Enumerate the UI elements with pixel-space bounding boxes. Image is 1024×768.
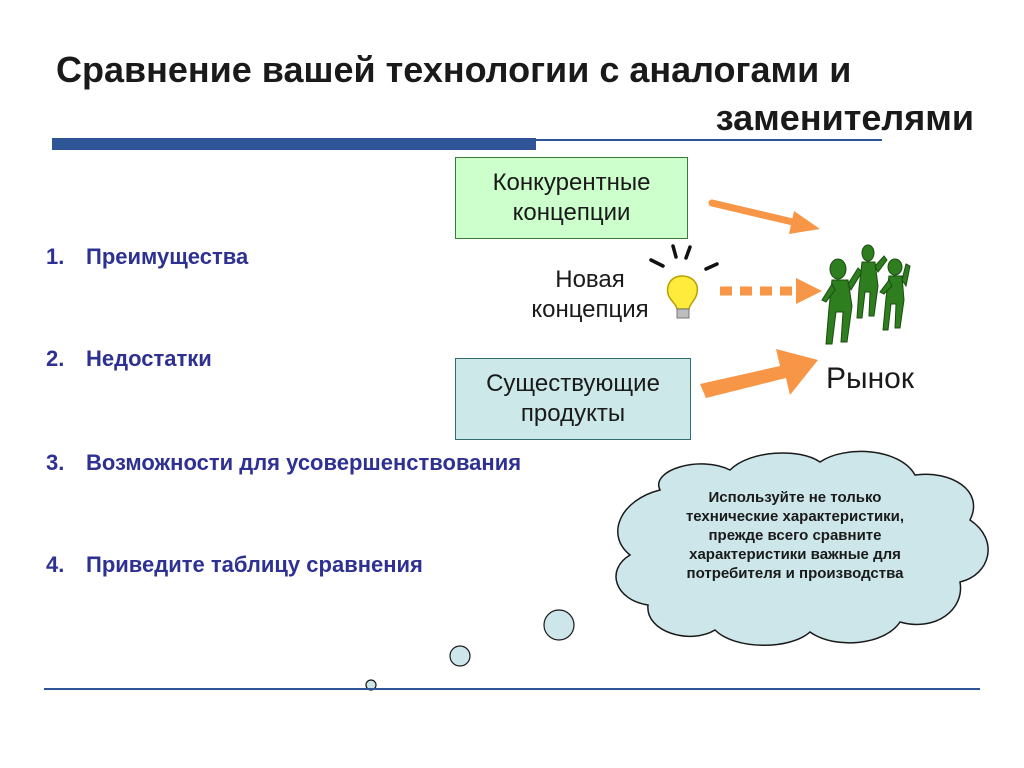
title-line-2: заменителями bbox=[715, 97, 974, 138]
cloud-text-line: технические характеристики, bbox=[685, 508, 905, 525]
competing-concepts-box: Конкурентные концепции bbox=[455, 157, 688, 239]
footer-divider bbox=[44, 688, 980, 690]
cloud-text-line: потребителя и производства bbox=[686, 565, 904, 582]
list-item: 4. Приведите таблицу сравнения bbox=[46, 552, 423, 578]
list-item-text: Возможности для усовершенствования bbox=[86, 450, 522, 475]
existing-products-box: Существующие продукты bbox=[455, 358, 691, 440]
title-underline-thin bbox=[536, 139, 882, 141]
lightbulb-icon bbox=[649, 244, 719, 319]
list-item-number: 2. bbox=[46, 346, 65, 371]
new-concept-dotted-arrow bbox=[720, 278, 822, 304]
cloud-text-line: характеристики важные для bbox=[689, 546, 901, 563]
competing-arrow bbox=[708, 199, 820, 234]
cloud-text-line: прежде всего сравните bbox=[708, 527, 882, 544]
competing-concepts-line-1: Конкурентные bbox=[492, 169, 651, 196]
list-item: 2. Недостатки bbox=[46, 346, 212, 372]
thought-cloud-icon bbox=[365, 450, 989, 691]
page-title: Сравнение вашей технологии с аналогами и… bbox=[56, 46, 976, 142]
title-underline-thick bbox=[52, 138, 536, 150]
new-concept-label: Новая концепция bbox=[510, 265, 670, 325]
new-concept-line-1: Новая bbox=[555, 266, 625, 293]
competing-concepts-line-2: концепции bbox=[512, 199, 631, 226]
cloud-text: Используйте не только технические характ… bbox=[650, 488, 940, 583]
list-item-number: 3. bbox=[46, 450, 65, 475]
list-item: 1. Преимущества bbox=[46, 244, 248, 270]
list-item-text: Приведите таблицу сравнения bbox=[86, 552, 423, 577]
list-item-number: 4. bbox=[46, 552, 65, 577]
cloud-text-line: Используйте не только bbox=[708, 489, 882, 506]
existing-products-line-1: Существующие bbox=[486, 370, 660, 397]
existing-products-line-2: продукты bbox=[520, 400, 626, 427]
new-concept-line-2: концепция bbox=[531, 296, 649, 323]
list-item-text: Недостатки bbox=[86, 346, 212, 371]
list-item-number: 1. bbox=[46, 244, 65, 269]
existing-products-arrow bbox=[700, 349, 818, 398]
list-item: 3. Возможности для усовершенствования bbox=[46, 450, 521, 476]
list-item-text: Преимущества bbox=[86, 244, 249, 269]
market-label: Рынок bbox=[826, 362, 914, 395]
title-line-1: Сравнение вашей технологии с аналогами и bbox=[56, 49, 852, 90]
people-figures-icon bbox=[821, 244, 911, 345]
